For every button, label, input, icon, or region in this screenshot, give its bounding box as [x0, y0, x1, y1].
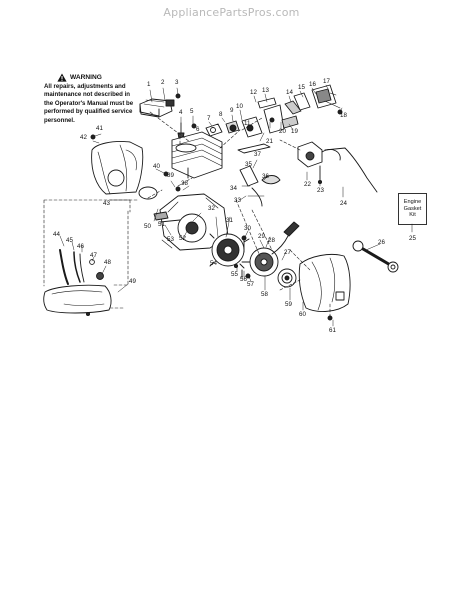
callout-28: 28: [268, 237, 275, 244]
callout-10: 10: [236, 103, 243, 110]
pawl-parts: [233, 263, 251, 279]
callout-41: 41: [96, 125, 103, 132]
muffler-screen-part: [165, 99, 175, 107]
callout-38: 38: [181, 180, 188, 187]
callout-47: 47: [90, 252, 97, 259]
callout-18: 18: [340, 112, 347, 119]
rewind-spring-part: [277, 268, 297, 288]
callout-35: 35: [245, 161, 252, 168]
intake-gasket-part: [205, 120, 240, 137]
callout-43: 43: [103, 200, 110, 207]
callout-22: 22: [304, 181, 311, 188]
starter-handle-part: [271, 221, 300, 255]
callout-33: 33: [234, 197, 241, 204]
callout-48: 48: [104, 259, 111, 266]
engine-cover-part: [91, 141, 144, 201]
warning-title-text: WARNING: [70, 73, 102, 81]
callout-45: 45: [66, 237, 73, 244]
callout-29: 29: [258, 233, 265, 240]
callout-23: 23: [317, 187, 324, 194]
warning-line: All repairs, adjustments and: [44, 83, 126, 90]
callout-11: 11: [244, 120, 251, 127]
engine-gasket-kit-box: Engine Gasket Kit: [398, 193, 427, 225]
callout-12: 12: [250, 89, 257, 96]
callout-24: 24: [340, 200, 347, 207]
callout-57: 57: [247, 281, 254, 288]
callout-25: 25: [409, 235, 416, 242]
warning-line: performed by qualified service: [44, 108, 133, 116]
muffler-cover-part: [139, 98, 173, 118]
callout-40: 40: [153, 163, 160, 170]
callout-16: 16: [309, 81, 316, 88]
crankcase-part: [153, 193, 229, 251]
warning-triangle-icon: [57, 73, 67, 82]
callout-54: 54: [210, 260, 217, 267]
spark-plug-wrench-part: [352, 240, 399, 273]
warning-notice: WARNING All repairs, adjustments and mai…: [44, 73, 142, 124]
callout-44: 44: [53, 231, 60, 238]
callout-21: 21: [266, 138, 273, 145]
callout-8: 8: [219, 111, 223, 118]
callout-36: 36: [262, 173, 269, 180]
callout-7: 7: [207, 115, 211, 122]
callout-15: 15: [298, 84, 305, 91]
callout-39: 39: [167, 172, 174, 179]
cylinder-part: [171, 131, 223, 179]
callout-60: 60: [299, 311, 306, 318]
fuel-tank-part: [43, 249, 112, 314]
fuel-line-part: [237, 143, 281, 207]
callout-59: 59: [285, 301, 292, 308]
callout-1: 1: [147, 81, 151, 88]
callout-9: 9: [230, 107, 234, 114]
callout-49: 49: [129, 278, 136, 285]
kit-box-line: Engine: [403, 198, 422, 205]
air-filter-cover-part: [311, 84, 343, 115]
callout-13: 13: [262, 87, 269, 94]
o-ring-part: [138, 186, 158, 200]
callout-6: 6: [196, 126, 200, 133]
callout-2: 2: [161, 79, 165, 86]
callout-4: 4: [179, 109, 183, 116]
callout-17: 17: [323, 78, 330, 85]
warning-line: maintenance not described in: [44, 91, 131, 99]
callout-52: 52: [179, 235, 186, 242]
kit-box-line: Gasket: [403, 205, 422, 212]
callout-51: 51: [158, 221, 165, 228]
warning-title: WARNING: [57, 73, 142, 82]
callout-3: 3: [175, 79, 179, 86]
callout-61: 61: [329, 327, 336, 334]
callout-32: 32: [208, 205, 215, 212]
warning-line: personnel.: [44, 116, 75, 124]
callout-19: 19: [291, 128, 298, 135]
callout-5: 5: [190, 108, 194, 115]
carburetor-part: [241, 92, 311, 138]
starter-pulley-part: [241, 235, 279, 277]
callout-34: 34: [230, 185, 237, 192]
callout-14: 14: [286, 89, 293, 96]
callout-20: 20: [279, 128, 286, 135]
callout-53: 53: [167, 236, 174, 243]
kit-box-line: Kit: [409, 212, 416, 219]
callout-55: 55: [231, 271, 238, 278]
callout-58: 58: [261, 291, 268, 298]
callout-56: 56: [240, 276, 247, 283]
callout-30: 30: [244, 225, 251, 232]
flywheel-part: [209, 233, 250, 269]
callout-27: 27: [284, 249, 291, 256]
callout-50: 50: [144, 223, 151, 230]
warning-line: the Operator's Manual must be: [44, 99, 134, 107]
callout-42: 42: [80, 134, 87, 141]
callout-26: 26: [378, 239, 385, 246]
callout-37: 37: [254, 151, 261, 158]
site-header: AppliancePartsPros.com: [163, 6, 300, 19]
callout-46: 46: [77, 243, 84, 250]
starter-housing-part: [298, 253, 351, 312]
callout-31: 31: [226, 217, 233, 224]
